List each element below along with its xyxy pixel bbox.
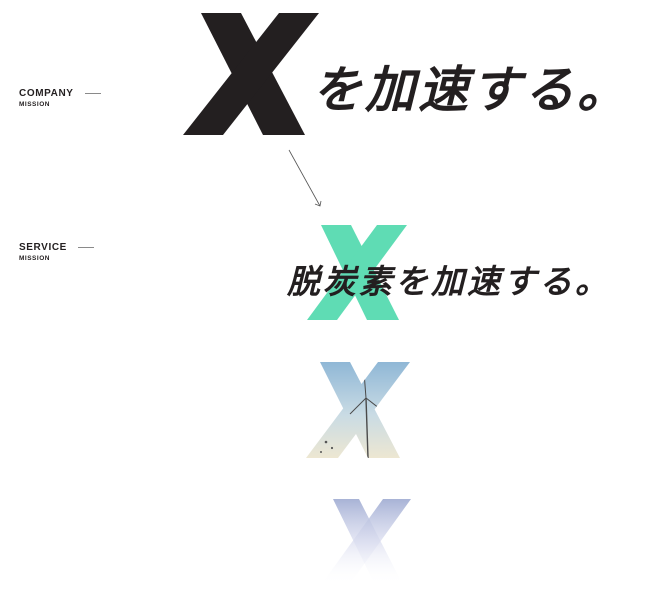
company-label-title: COMPANY	[19, 88, 101, 99]
service-label-dash	[77, 247, 94, 248]
big-x-dark-icon	[183, 13, 319, 135]
service-label-text: SERVICE	[19, 242, 67, 253]
company-headline: を加速する。	[312, 61, 630, 119]
company-label-sub: MISSION	[19, 101, 50, 108]
service-label-title: SERVICE	[19, 242, 94, 253]
big-x-faded-icon	[321, 499, 411, 585]
service-headline: 脱炭素を加速する。	[287, 262, 611, 301]
company-label-text: COMPANY	[19, 88, 74, 99]
arrow-down-right-icon	[288, 149, 322, 207]
big-x-mint-icon	[307, 225, 407, 320]
service-mission-label: SERVICE MISSION	[19, 242, 94, 262]
big-x-photo-icon	[306, 362, 410, 458]
company-label-dash	[84, 93, 101, 94]
company-mission-label: COMPANY MISSION	[19, 88, 101, 108]
service-label-sub: MISSION	[19, 255, 50, 262]
